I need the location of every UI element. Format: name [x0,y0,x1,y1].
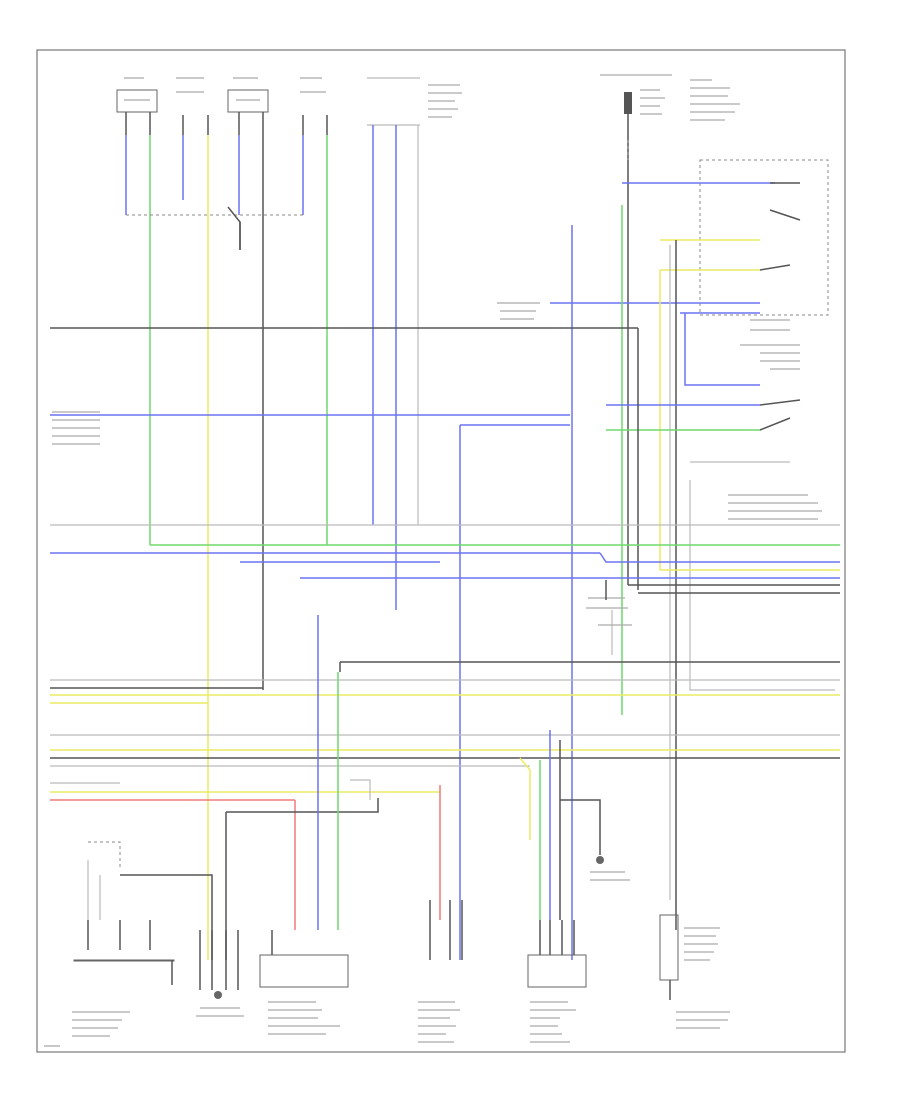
right-module [527,920,587,1043]
sensor-connector-2 [176,77,209,960]
control-module-top-right [550,74,829,585]
left-sensor-cluster [72,841,213,1037]
center-right-connector [418,900,463,1043]
ground-point-right [560,799,630,881]
sensor-connector-3 [227,77,269,690]
sensor-connector-1 [116,77,158,545]
fuse-relay-block [367,77,462,610]
diagram-frame [36,49,846,1053]
sensor-connector-4 [300,77,328,545]
ground-point-left [196,930,244,1017]
fuel-sender [659,914,730,1029]
center-module [259,930,349,1035]
